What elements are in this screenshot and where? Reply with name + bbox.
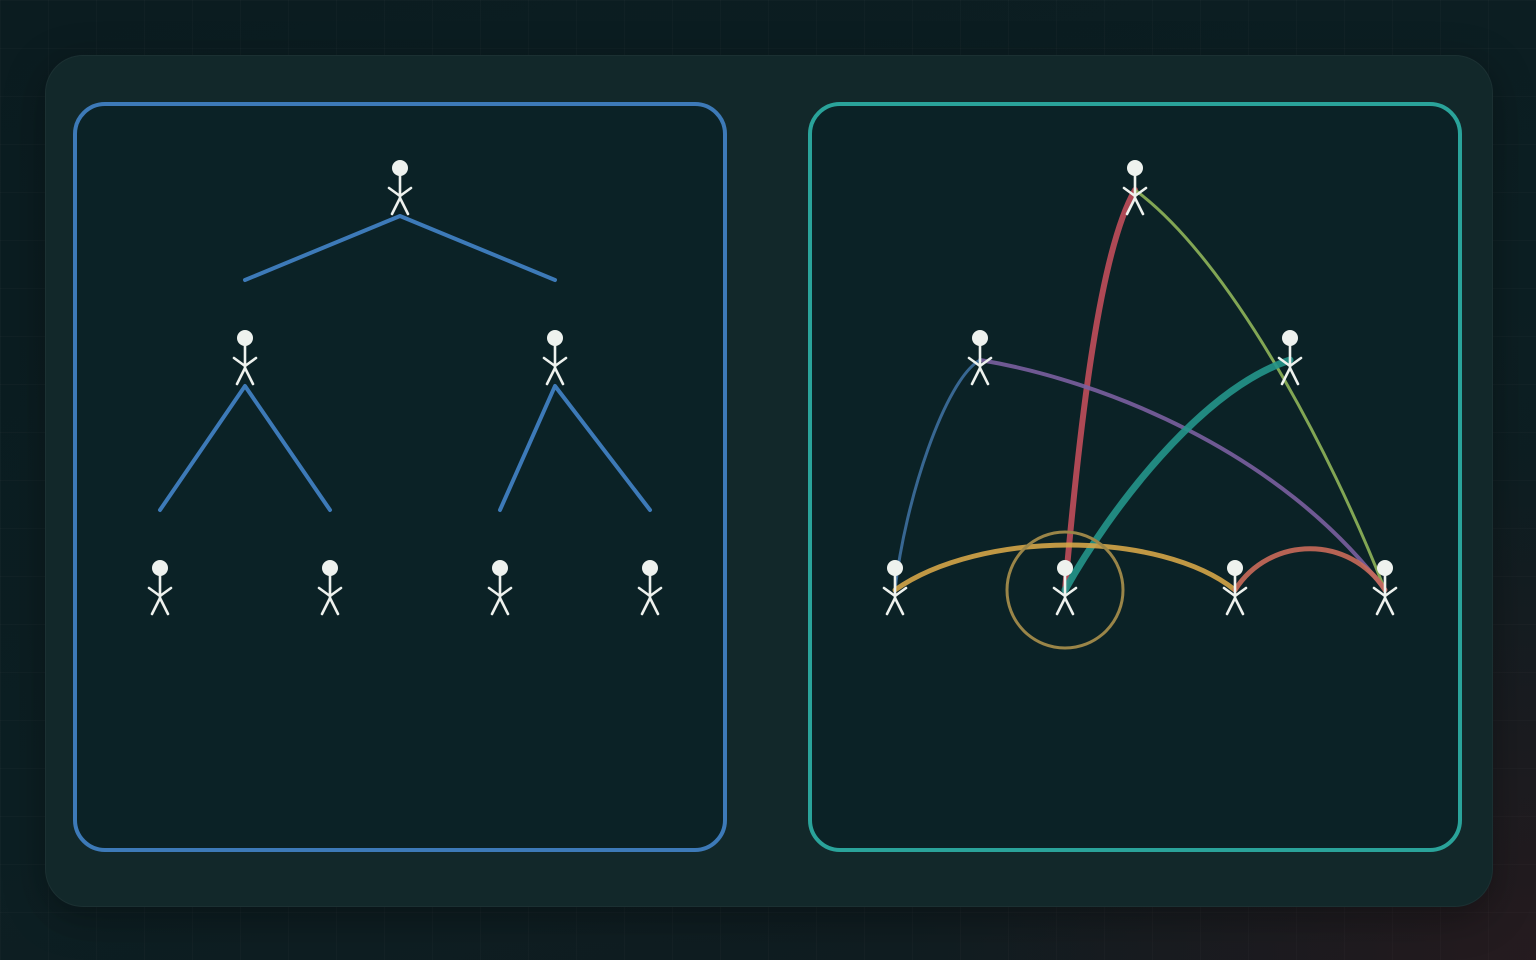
connection-bottom-1-to-bottom-3 bbox=[892, 542, 1238, 593]
connection-mid-left-to-bottom-1 bbox=[893, 358, 982, 592]
hierarchy-leaf-4-person-icon bbox=[637, 560, 663, 616]
network-people bbox=[882, 160, 1398, 616]
network-mid-left-person-icon bbox=[967, 330, 993, 386]
hierarchy-leaf-1-person-icon bbox=[147, 560, 173, 616]
hierarchy-reporting-lines bbox=[158, 214, 652, 512]
connection-bottom-3-to-bottom-4 bbox=[1232, 546, 1388, 593]
hierarchy-leaf-2-person-icon bbox=[317, 560, 343, 616]
hierarchy-top-person-icon bbox=[387, 160, 413, 216]
network-panel-frame bbox=[808, 102, 1462, 852]
hierarchy-people bbox=[147, 160, 663, 616]
reporting-line-2 bbox=[158, 384, 332, 512]
reporting-line-1 bbox=[243, 214, 557, 282]
network-bottom-4-person-icon bbox=[1372, 560, 1398, 616]
hierarchy-leaf-3-person-icon bbox=[487, 560, 513, 616]
network-bottom-2-person-icon bbox=[1052, 560, 1078, 616]
network-connections bbox=[892, 187, 1388, 594]
network-top-person-icon bbox=[1122, 160, 1148, 216]
highlight-ring bbox=[1005, 530, 1125, 650]
hierarchy-mid-right-person-icon bbox=[542, 330, 568, 386]
network-bottom-1-person-icon bbox=[882, 560, 908, 616]
network-mid-right-person-icon bbox=[1277, 330, 1303, 386]
connection-top-to-bottom-2 bbox=[1062, 187, 1138, 593]
network-bottom-3-person-icon bbox=[1222, 560, 1248, 616]
connection-mid-right-to-bottom-2 bbox=[1061, 356, 1294, 594]
hierarchy-panel-frame bbox=[73, 102, 727, 852]
reporting-line-3 bbox=[498, 384, 652, 512]
hierarchy-mid-left-person-icon bbox=[232, 330, 258, 386]
